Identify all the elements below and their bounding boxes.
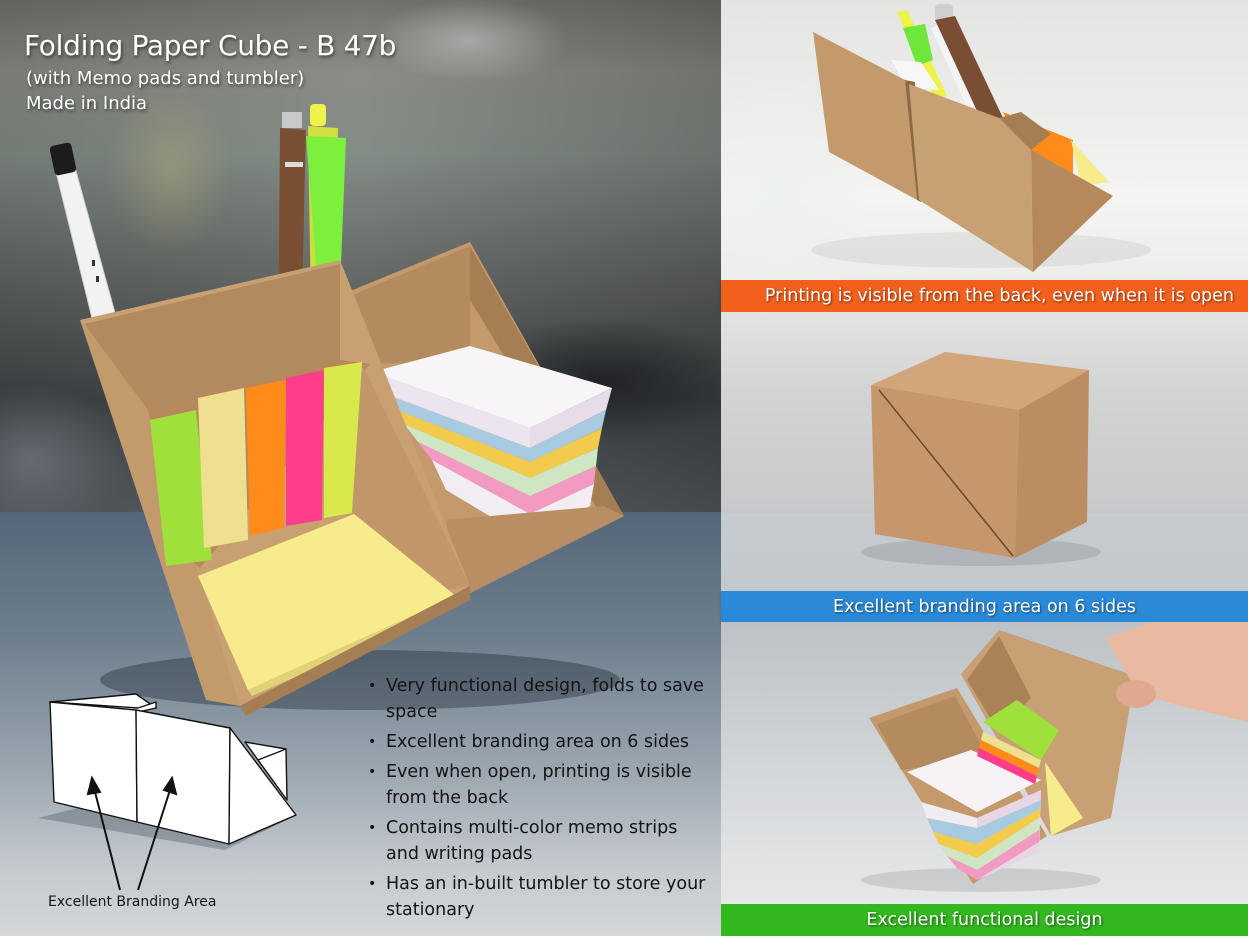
cube-icon xyxy=(871,352,1089,558)
kraft-holder-icon xyxy=(813,32,1113,272)
feature-list: Very functional design, folds to save sp… xyxy=(368,673,713,927)
caption-back-view: Printing is visible from the back, even … xyxy=(721,280,1248,312)
back-view-image xyxy=(811,4,1151,272)
caption-functional: Excellent functional design xyxy=(721,904,1248,936)
opening-cube-panel xyxy=(721,622,1248,904)
pen-icon xyxy=(897,4,1003,124)
feature-photo-column: Printing is visible from the back, even … xyxy=(721,0,1248,936)
branding-area-diagram xyxy=(38,693,297,891)
memo-strips-icon xyxy=(150,362,362,566)
feature-item: Even when open, printing is visible from… xyxy=(368,759,713,811)
memo-cube-icon xyxy=(907,750,1041,880)
back-view-panel xyxy=(721,0,1248,280)
page-subtitle: (with Memo pads and tumbler) xyxy=(26,68,305,89)
main-product-image xyxy=(49,104,624,716)
page-title: Folding Paper Cube - B 47b xyxy=(24,29,397,62)
arrow-icon xyxy=(86,775,178,891)
feature-item: Has an in-built tumbler to store your st… xyxy=(368,871,713,923)
caption-branding: Excellent branding area on 6 sides xyxy=(721,591,1248,623)
branding-area-label: Excellent Branding Area xyxy=(48,894,217,910)
feature-item: Very functional design, folds to save sp… xyxy=(368,673,713,725)
origin-label: Made in India xyxy=(26,93,148,114)
opening-cube-image xyxy=(861,622,1248,892)
memo-strips-icon xyxy=(977,700,1059,784)
header: Folding Paper Cube - B 47b (with Memo pa… xyxy=(24,26,396,116)
closed-cube-image xyxy=(861,352,1101,566)
main-product-panel: Folding Paper Cube - B 47b (with Memo pa… xyxy=(0,0,721,936)
closed-cube-panel xyxy=(721,312,1248,591)
feature-item: Contains multi-color memo strips and wri… xyxy=(368,815,713,867)
feature-item: Excellent branding area on 6 sides xyxy=(368,729,713,755)
hand-icon xyxy=(1105,622,1248,722)
